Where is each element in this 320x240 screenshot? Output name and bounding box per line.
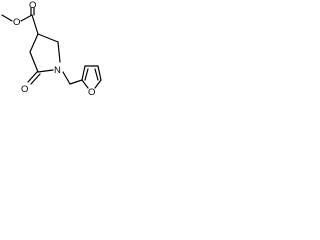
bond-methyl-oxygen: [1, 14, 13, 22]
bond-ring-c5-c2: [29, 51, 39, 73]
bond-n-methylene: [62, 71, 71, 85]
bonds: [1, 7, 102, 89]
atom-label-furan-oxygen: O: [88, 87, 95, 98]
bond-furan-c5-o: [94, 79, 102, 89]
bond-furan-c2-c3: [81, 65, 86, 81]
chemical-structure-diagram: O O N O O: [1, 0, 102, 98]
atom-labels: O O N O O: [13, 0, 95, 98]
atom-label-ester-ether-oxygen: O: [13, 17, 20, 28]
bond-furan-o-c2: [81, 79, 89, 89]
bond-ring-n-c5: [37, 69, 54, 73]
bond-furan-c4-c5: [97, 65, 102, 81]
bond-ring-c2-c3: [29, 33, 39, 53]
bond-oxygen-carbonyl-carbon: [20, 14, 33, 22]
bond-lactam-double-1: [27, 71, 38, 83]
bond-furan-c2-c3-inner: [84, 68, 89, 81]
bond-furan-c4-c5-inner: [94, 68, 99, 81]
atom-label-lactam-nitrogen: N: [54, 65, 61, 76]
bond-lactam-double-2: [30, 73, 41, 85]
bond-carbonyl-to-ring: [31, 14, 39, 35]
atom-label-lactam-oxygen: O: [21, 84, 28, 95]
bond-methylene-furan: [69, 79, 83, 85]
atom-label-ester-carbonyl-oxygen: O: [29, 0, 36, 11]
bond-ring-c3-c4: [37, 33, 59, 43]
bond-ring-c4-n: [57, 41, 61, 63]
